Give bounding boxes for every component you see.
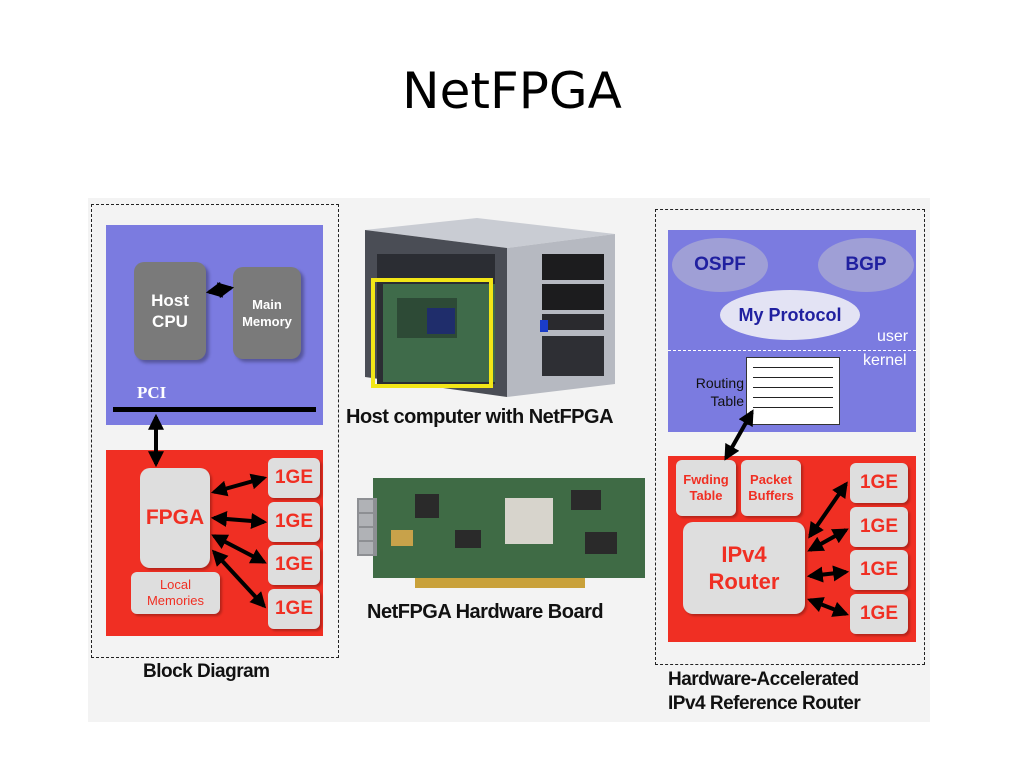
fpga-port4-arrow bbox=[211, 549, 267, 609]
pci-label: PCI bbox=[137, 383, 167, 402]
host-computer-caption: Host computer with NetFPGA bbox=[346, 406, 614, 428]
ospf-oval: OSPF bbox=[672, 238, 768, 292]
host-computer-image bbox=[365, 218, 615, 397]
router-port-1ge: 1GE bbox=[850, 507, 908, 547]
slide-title: NetFPGA bbox=[402, 62, 622, 120]
packet-buffers-box: Packet Buffers bbox=[741, 460, 801, 516]
fpga-port2-arrow bbox=[210, 511, 268, 529]
port-1ge: 1GE bbox=[268, 589, 320, 629]
port-1ge: 1GE bbox=[268, 545, 320, 585]
block-diagram-caption: Block Diagram bbox=[143, 661, 270, 682]
ipv4-router-box: IPv4 Router bbox=[683, 522, 805, 614]
cpu-memory-arrow bbox=[205, 281, 235, 299]
routing-table-icon bbox=[746, 357, 840, 425]
router-port1-arrow bbox=[808, 481, 848, 539]
router-caption-line1: Hardware-Accelerated bbox=[668, 669, 859, 690]
fpga-port1-arrow bbox=[210, 473, 268, 497]
routing-table-label: Routing Table bbox=[695, 375, 744, 409]
port-1ge: 1GE bbox=[268, 502, 320, 542]
router-caption: Hardware-Accelerated IPv4 Reference Rout… bbox=[668, 668, 861, 716]
netfpga-board-image bbox=[357, 478, 645, 588]
router-frame bbox=[655, 209, 925, 665]
block-diagram-frame bbox=[91, 204, 339, 658]
router-port-1ge: 1GE bbox=[850, 594, 908, 634]
user-kernel-divider bbox=[668, 350, 916, 351]
routing-fwding-arrow bbox=[724, 409, 754, 461]
host-cpu-box: Host CPU bbox=[134, 262, 206, 360]
router-caption-line2: IPv4 Reference Router bbox=[668, 693, 861, 714]
pci-bus bbox=[113, 407, 316, 412]
my-protocol-oval: My Protocol bbox=[720, 290, 860, 340]
router-port-1ge: 1GE bbox=[850, 550, 908, 590]
kernel-label: kernel bbox=[863, 352, 907, 369]
port-1ge: 1GE bbox=[268, 458, 320, 498]
router-port2-arrow bbox=[807, 528, 849, 552]
fwding-table-box: Fwding Table bbox=[676, 460, 736, 516]
router-port4-arrow bbox=[807, 597, 849, 617]
router-port3-arrow bbox=[806, 565, 850, 583]
fpga-box: FPGA bbox=[140, 468, 210, 568]
local-memories-box: Local Memories bbox=[131, 572, 220, 614]
bgp-oval: BGP bbox=[818, 238, 914, 292]
board-caption: NetFPGA Hardware Board bbox=[367, 601, 604, 623]
user-label: user bbox=[877, 328, 909, 345]
router-port-1ge: 1GE bbox=[850, 463, 908, 503]
main-memory-box: Main Memory bbox=[233, 267, 301, 359]
